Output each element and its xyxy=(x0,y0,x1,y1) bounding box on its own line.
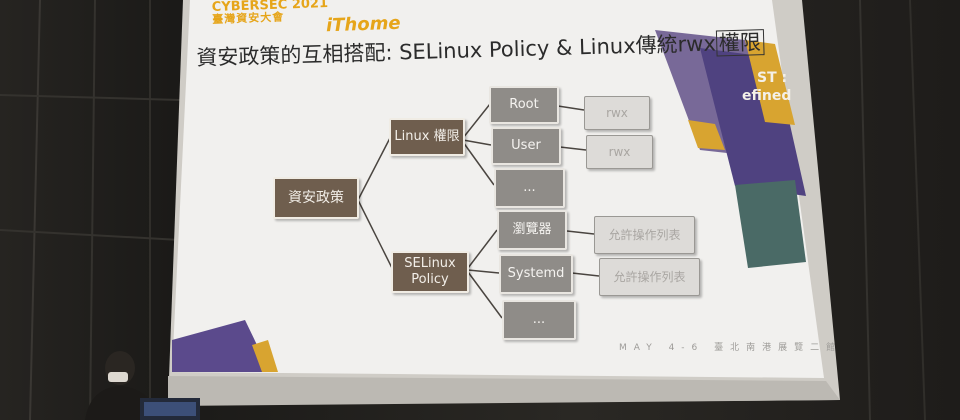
node-browser: 瀏覽器 xyxy=(497,210,567,250)
node-selinux-line2: Policy xyxy=(411,272,449,287)
node-rwx-root: rwx xyxy=(584,96,650,130)
node-user: User xyxy=(491,127,561,165)
presenter-silhouette xyxy=(85,351,200,420)
node-root-user: Root xyxy=(489,86,559,124)
node-allowed-ops-browser: 允許操作列表 xyxy=(594,216,695,254)
node-rwx-user: rwx xyxy=(586,135,653,169)
node-selinux-policy: SELinux Policy xyxy=(391,251,469,293)
node-allowed-ops-systemd: 允許操作列表 xyxy=(599,258,700,296)
node-systemd: Systemd xyxy=(499,254,573,294)
node-selinux-line1: SELinux xyxy=(404,256,456,271)
node-selinux-more: ... xyxy=(502,300,576,340)
node-linux-more: ... xyxy=(494,168,565,208)
side-text-1: ST : xyxy=(757,70,788,86)
node-root-policy: 資安政策 xyxy=(273,177,359,219)
side-text-2: efined xyxy=(742,88,792,104)
slide-footer: MAY 4-6 臺北南港展覽二館 xyxy=(619,343,843,353)
node-linux-permissions: Linux 權限 xyxy=(389,118,465,156)
